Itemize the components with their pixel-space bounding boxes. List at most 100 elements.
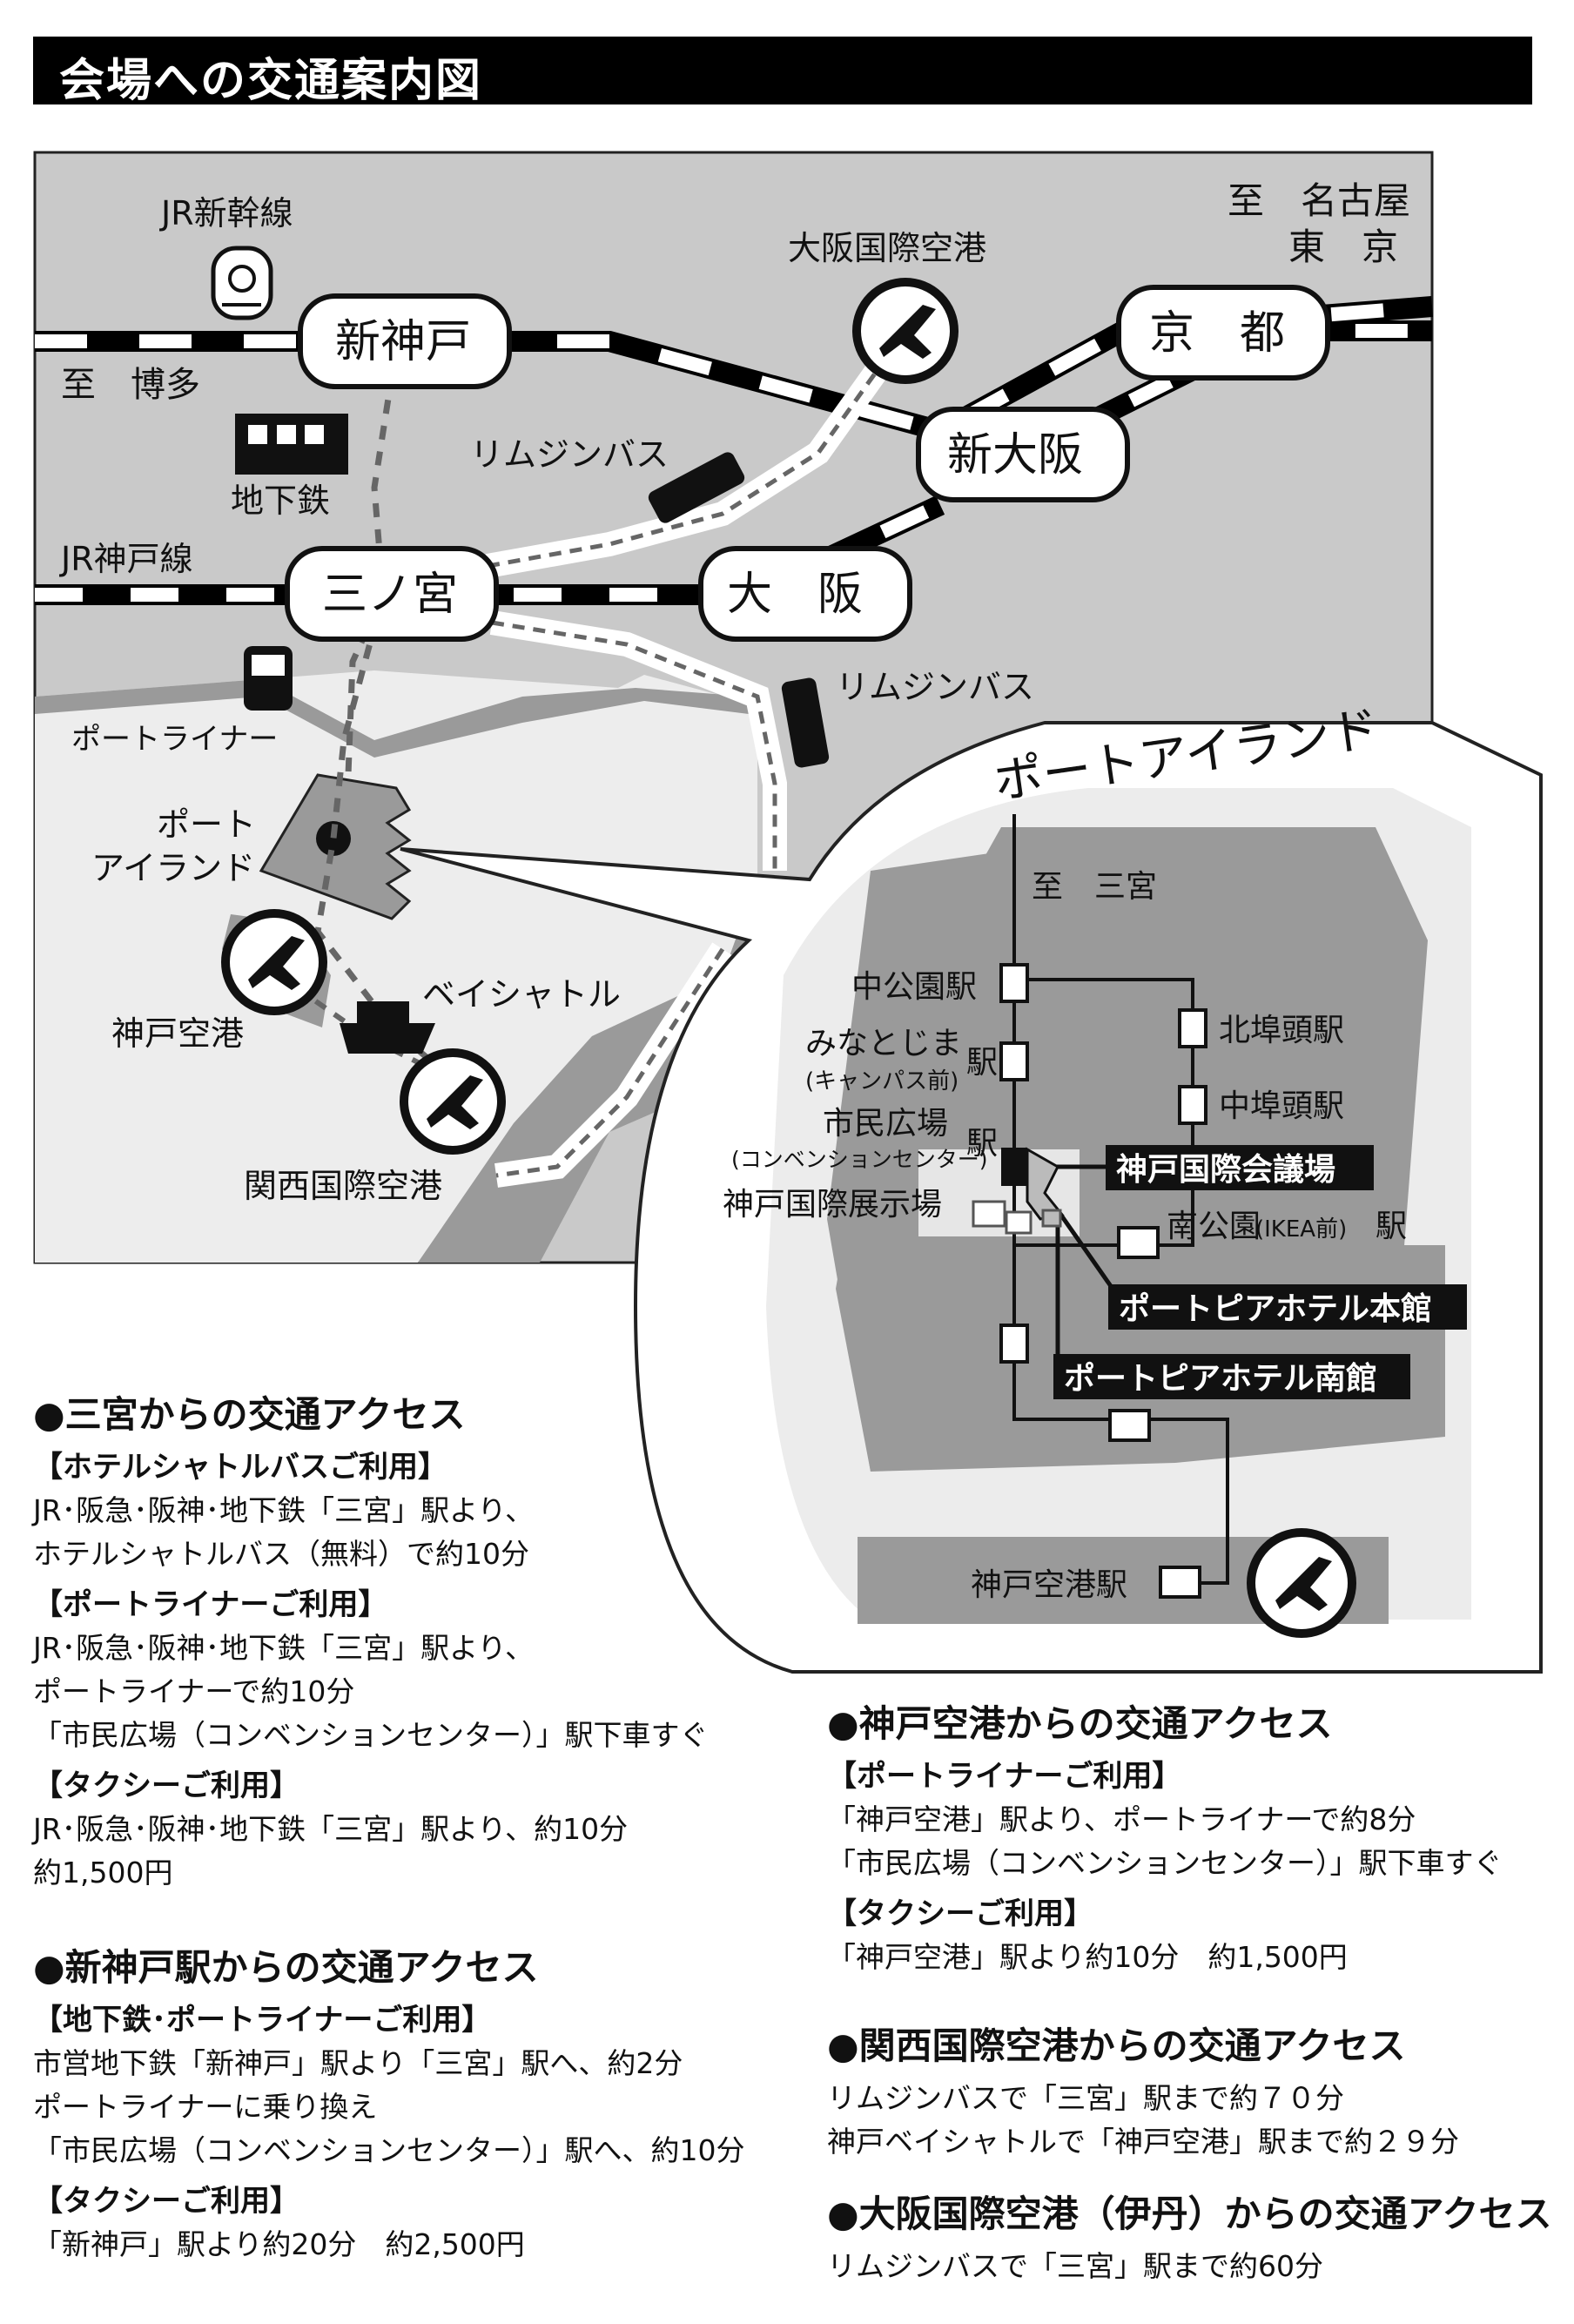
- venue-building-icon: [972, 1147, 1065, 1235]
- limousine-bus-label-1: リムジンバス: [470, 435, 669, 474]
- station-shin-osaka: [916, 407, 1130, 502]
- station-osaka-label: 大 阪: [727, 569, 863, 621]
- station-kyoto-label: 京 都: [1149, 307, 1285, 360]
- to-tokyo-label: 東 京: [1288, 226, 1398, 268]
- access-subheading: 【地下鉄･ポートライナーご利用】: [33, 2003, 492, 2038]
- access-subheading: 【タクシーご利用】: [33, 1768, 299, 1803]
- access-shinkobe: ●新神戸駅からの交通アクセス 【地下鉄･ポートライナーご利用】 市営地下鉄「新神…: [33, 1946, 782, 2267]
- access-heading: ●三宮からの交通アクセス: [33, 1393, 466, 1436]
- minami-koen-eki-label: 駅: [1376, 1209, 1407, 1244]
- access-line: 「神戸空港」駅より約10分 約1,500円: [827, 1940, 1348, 1974]
- airplane-icon: [852, 278, 959, 384]
- kita-futo-label: 北埠頭駅: [1219, 1013, 1344, 1048]
- access-subheading: 【ポートライナーご利用】: [827, 1759, 1182, 1794]
- airport-station-label: 神戸空港駅: [971, 1567, 1127, 1603]
- hotel-main-label-box: [1108, 1284, 1467, 1330]
- access-line: 市営地下鉄「新神戸」駅より「三宮」駅へ、約2分: [33, 2046, 683, 2080]
- access-sannomiya: ●三宮からの交通アクセス 【ホテルシャトルバスご利用】 JR･阪急･阪神･地下鉄…: [33, 1393, 782, 1895]
- minami-koen-sub-label: (IKEA前): [1255, 1216, 1347, 1243]
- access-kansai: ●関西国際空港からの交通アクセス リムジンバスで「三宮」駅まで約７０分 神戸ベイ…: [827, 2024, 1558, 2164]
- access-itami: ●大阪国際空港（伊丹）からの交通アクセス リムジンバスで「三宮」駅まで約60分: [827, 2193, 1558, 2288]
- minatojima-sub-label: (キャンパス前): [805, 1068, 959, 1095]
- access-subheading: 【タクシーご利用】: [33, 2184, 299, 2219]
- access-line: ホテルシャトルバス（無料）で約10分: [33, 1537, 529, 1571]
- bay-shuttle-label: ベイシャトル: [422, 975, 621, 1014]
- access-line: 「新神戸」駅より約20分 約2,500円: [33, 2227, 525, 2261]
- access-line: 「市民広場（コンベンションセンター）」駅へ、約10分: [33, 2133, 745, 2167]
- shinkansen-train-icon: [211, 246, 273, 320]
- coastline: [35, 679, 749, 758]
- naka-koen-label: 中公園駅: [851, 969, 977, 1005]
- access-line: JR･阪急･阪神･地下鉄「三宮」駅より、: [33, 1631, 535, 1665]
- ship-icon: [340, 1001, 435, 1054]
- jr-kobe-line-label: JR神戸線: [59, 540, 193, 578]
- access-line: 「神戸空港」駅より、ポートライナーで約8分: [827, 1802, 1416, 1836]
- station-kyoto: [1116, 285, 1330, 381]
- access-line: JR･阪急･阪神･地下鉄「三宮」駅より、: [33, 1493, 535, 1527]
- access-line: JR･阪急･阪神･地下鉄「三宮」駅より、約10分: [33, 1812, 629, 1846]
- minatojima-eki-label: 駅: [966, 1045, 998, 1081]
- access-subheading: 【タクシーご利用】: [827, 1896, 1093, 1931]
- airplane-icon: [221, 909, 327, 1015]
- kobe-airport-label: 神戸空港: [111, 1014, 244, 1053]
- airplane-icon: [1247, 1528, 1356, 1638]
- access-line: 神戸ベイシャトルで「神戸空港」駅まで約２９分: [827, 2125, 1459, 2159]
- shimin-label: 市民広場: [823, 1106, 948, 1142]
- conference-label-box: [1106, 1145, 1374, 1190]
- kansai-airport-label: 関西国際空港: [244, 1167, 442, 1205]
- access-subheading: 【ホテルシャトルバスご利用】: [33, 1450, 447, 1485]
- subway-label: 地下鉄: [231, 482, 330, 520]
- hotel-south-label-box: [1053, 1354, 1410, 1399]
- access-subheading: 【ポートライナーご利用】: [33, 1587, 388, 1622]
- hotel-main-label: ポートピアホテル本館: [1119, 1290, 1432, 1327]
- limousine-bus-label-2: リムジンバス: [836, 668, 1034, 706]
- page-title: 会場への交通案内図: [59, 55, 483, 107]
- access-heading: ●大阪国際空港（伊丹）からの交通アクセス: [827, 2193, 1552, 2235]
- hotel-south-label: ポートピアホテル南館: [1064, 1360, 1377, 1397]
- conference-center-label: 神戸国際会議場: [1116, 1152, 1335, 1188]
- port-island-label-1: ポート: [157, 805, 256, 844]
- minatojima-label: みなとじま: [805, 1026, 962, 1061]
- airplane-icon: [400, 1048, 506, 1155]
- naka-futo-label: 中埠頭駅: [1219, 1088, 1344, 1124]
- station-shin-kobe: [298, 293, 512, 389]
- inset-shimin-station: [1001, 1148, 1027, 1186]
- inset-to-sannomiya: 至 三宮: [1032, 869, 1157, 905]
- bus-icon: [648, 452, 745, 523]
- access-line: 「市民広場（コンベンションセンター）」駅下車すぐ: [33, 1718, 709, 1752]
- access-heading: ●新神戸駅からの交通アクセス: [33, 1946, 539, 1989]
- station-shin-osaka-label: 新大阪: [947, 429, 1083, 482]
- to-hakata-label: 至 博多: [61, 365, 200, 405]
- station-sannomiya-label: 三ノ宮: [322, 569, 458, 621]
- port-liner-train-icon: [244, 646, 293, 711]
- access-line: ポートライナーで約10分: [33, 1674, 355, 1708]
- venue-marker: [316, 821, 351, 856]
- shimin-sub-label: (コンベンションセンター): [731, 1147, 988, 1172]
- port-liner-label: ポートライナー: [71, 722, 278, 757]
- title-bar: 会場への交通案内図: [33, 37, 1532, 107]
- access-line: 約1,500円: [33, 1856, 173, 1890]
- inset-station-boxes: [999, 963, 1207, 1599]
- access-kobe-airport: ●神戸空港からの交通アクセス 【ポートライナーご利用】 「神戸空港」駅より、ポー…: [827, 1702, 1558, 1979]
- access-line: リムジンバスで「三宮」駅まで約60分: [827, 2249, 1323, 2283]
- access-heading: ●関西国際空港からの交通アクセス: [827, 2024, 1406, 2067]
- minami-koen-label: 南公園: [1167, 1209, 1261, 1244]
- station-osaka: [698, 546, 912, 642]
- limousine-route-osaka: [485, 323, 916, 578]
- port-island-label-2: アイランド: [91, 849, 255, 887]
- sea-area: [35, 670, 757, 1263]
- access-line: 「市民広場（コンベンションセンター）」駅下車すぐ: [827, 1846, 1503, 1880]
- shimin-eki-label: 駅: [966, 1126, 998, 1162]
- subway-train-icon: [235, 414, 348, 475]
- station-sannomiya: [285, 546, 499, 642]
- to-nagoya-label: 至 名古屋: [1228, 179, 1410, 222]
- access-heading: ●神戸空港からの交通アクセス: [827, 1702, 1333, 1745]
- bus-icon: [781, 677, 830, 768]
- osaka-airport-label: 大阪国際空港: [788, 229, 986, 267]
- access-line: リムジンバスで「三宮」駅まで約７０分: [827, 2081, 1344, 2115]
- limousine-route-kansai-south: [494, 942, 733, 1188]
- limousine-route-kansai: [489, 610, 787, 871]
- station-shin-kobe-label: 新神戸: [335, 316, 471, 368]
- jr-shinkansen-label: JR新幹線: [159, 194, 293, 232]
